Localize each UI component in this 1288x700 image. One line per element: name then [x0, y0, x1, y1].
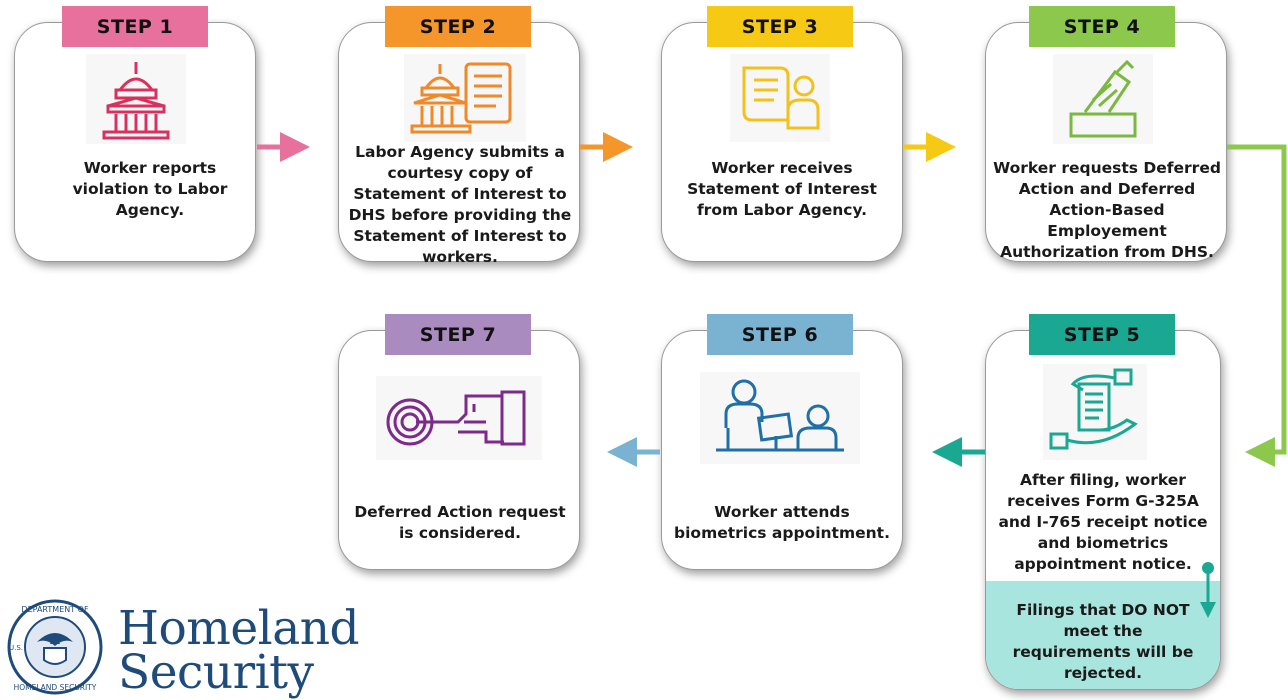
building-with-document-icon	[404, 54, 526, 142]
step-3-label: STEP 3	[707, 6, 853, 47]
step-3-text: Worker receives Statement of Interest fr…	[687, 159, 877, 219]
arrow-step4-to-step5	[1227, 144, 1287, 467]
step-4-label: STEP 4	[1029, 6, 1175, 47]
capitol-building-icon	[86, 54, 186, 144]
dhs-logo: DEPARTMENT OF HOMELAND SECURITY U.S. Hom…	[6, 594, 360, 700]
svg-text:DEPARTMENT OF: DEPARTMENT OF	[21, 605, 89, 614]
person-with-scroll-icon	[730, 54, 830, 142]
step-2-label: STEP 2	[385, 6, 531, 47]
step-5-note: Filings that DO NOT meet the requirement…	[986, 581, 1220, 689]
note-pointer-arrow	[1200, 562, 1216, 618]
logo-security: Security	[118, 645, 314, 700]
step-5-text: After filing, worker receives Form G-325…	[998, 471, 1208, 573]
ballot-box-icon	[1053, 54, 1153, 144]
step-2-text: Labor Agency submits a courtesy copy of …	[348, 143, 572, 266]
step-7-label: STEP 7	[385, 314, 531, 355]
meeting-people-icon	[700, 372, 860, 464]
dhs-seal: DEPARTMENT OF HOMELAND SECURITY U.S.	[7, 599, 103, 695]
svg-text:HOMELAND SECURITY: HOMELAND SECURITY	[14, 683, 97, 692]
step-7-text: Deferred Action request is considered.	[354, 503, 566, 542]
logo-homeland: Homeland	[118, 601, 360, 656]
step-6-text: Worker attends biometrics appointment.	[674, 503, 890, 542]
step-1-label: STEP 1	[62, 6, 208, 47]
step-1-text: Worker reports violation to Labor Agency…	[72, 159, 228, 219]
hands-with-document-icon	[1043, 364, 1147, 460]
finger-press-target-icon	[376, 376, 542, 460]
step-5-label: STEP 5	[1029, 314, 1175, 355]
svg-text:U.S.: U.S.	[9, 644, 23, 652]
step-6-label: STEP 6	[707, 314, 853, 355]
step-4-text: Worker requests Deferred Action and Defe…	[993, 159, 1221, 261]
